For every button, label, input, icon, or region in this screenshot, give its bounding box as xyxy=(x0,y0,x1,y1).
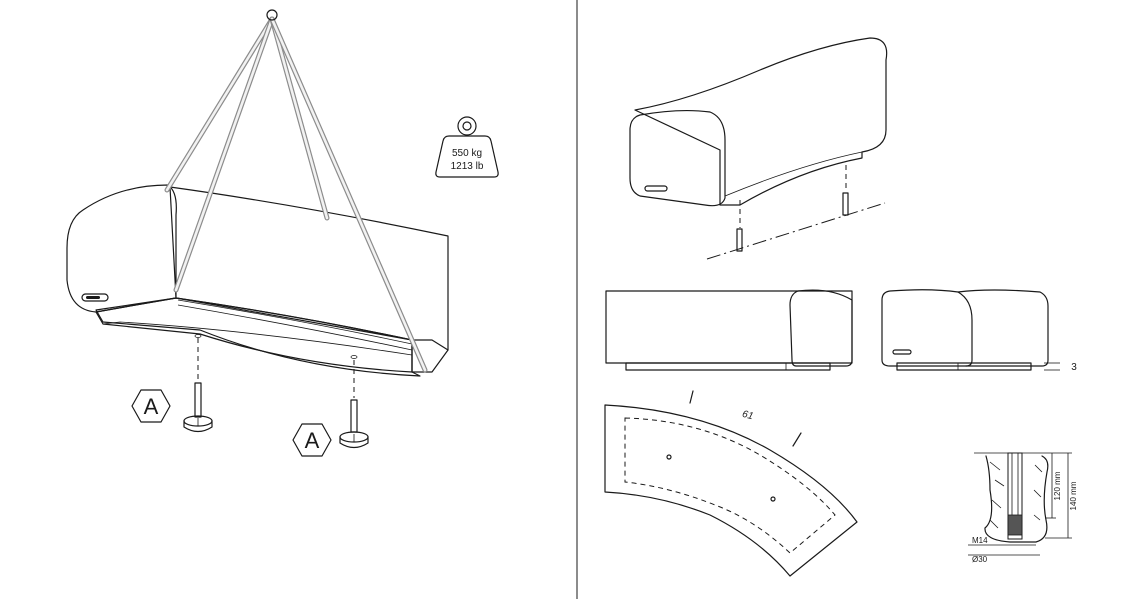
anchor-label-text: A xyxy=(144,394,159,419)
depth-dimension-2: 140 mm xyxy=(1069,481,1078,510)
logo-plate xyxy=(892,349,912,355)
weight-icon: 550 kg 1213 lb xyxy=(435,116,499,178)
hole-diameter: Ø30 xyxy=(972,555,988,564)
anchor-left xyxy=(183,334,213,433)
anchor-detail: 120 mm 140 mm M14 Ø30 xyxy=(968,452,1078,564)
logo-plate xyxy=(81,293,109,302)
bench-end-elevation: 3 xyxy=(881,289,1077,373)
depth-dimension-1: 120 mm xyxy=(1053,471,1062,500)
anchor-label-hex-1: A xyxy=(131,389,171,423)
bench-plan-view: 61 xyxy=(604,390,858,577)
bench-lifted xyxy=(66,184,449,377)
lifting-slings xyxy=(164,9,428,373)
bench-side-elevation xyxy=(605,289,853,371)
weight-lb: 1213 lb xyxy=(451,161,484,172)
lifting-hook xyxy=(266,9,278,21)
thread-size: M14 xyxy=(972,536,988,545)
weight-kg: 550 kg xyxy=(452,148,482,159)
bench-isometric xyxy=(629,37,888,260)
anchor-right xyxy=(339,355,369,449)
anchor-label-text: A xyxy=(305,428,320,453)
plan-dimension: 61 xyxy=(741,409,755,423)
logo-plate xyxy=(644,185,668,192)
anchor-label-hex-2: A xyxy=(292,423,332,457)
gap-dimension: 3 xyxy=(1071,362,1077,373)
lifting-illustration: A A 550 kg 1213 lb xyxy=(66,9,499,457)
